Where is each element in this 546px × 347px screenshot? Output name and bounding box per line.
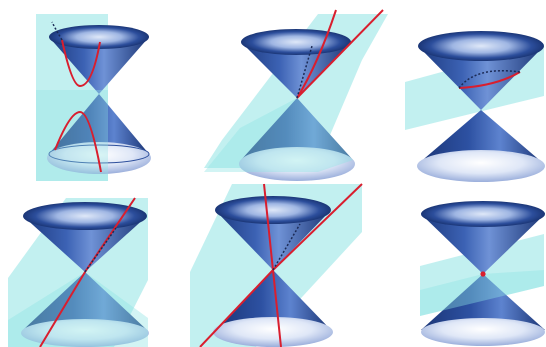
lower-base <box>417 150 545 182</box>
apex-point <box>480 271 485 276</box>
panel-hyperbola <box>36 14 151 181</box>
upper-rim <box>215 196 331 224</box>
cutting-plane-front <box>36 90 108 181</box>
upper-rim <box>418 31 544 61</box>
panel-two-lines <box>190 184 362 347</box>
panel-degenerate-line <box>204 10 388 181</box>
panel-point <box>420 201 545 346</box>
upper-rim <box>421 201 545 227</box>
panel-single-line <box>8 198 149 347</box>
lower-base <box>213 317 333 347</box>
lower-base <box>421 318 545 346</box>
panel-ellipse <box>405 31 545 182</box>
upper-rim <box>241 29 351 55</box>
